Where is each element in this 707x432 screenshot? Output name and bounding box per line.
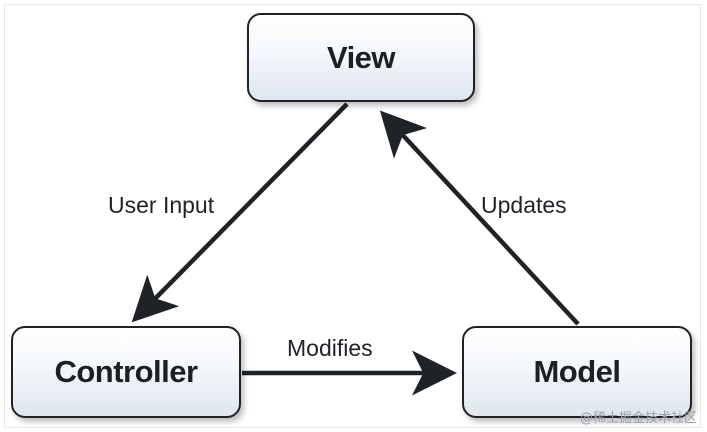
model-node: Model <box>462 326 692 418</box>
view-node-label: View <box>326 39 396 75</box>
view-node: View <box>247 13 475 102</box>
watermark-text: @稀土掘金技术社区 <box>579 411 697 426</box>
edge-label-modifies: Modifies <box>287 335 373 361</box>
edge-label-updates: Updates <box>481 192 567 218</box>
controller-node: Controller <box>11 326 241 418</box>
model-node-label: Model <box>533 354 621 389</box>
arrow-view-to-controller <box>131 102 349 323</box>
diagram-frame <box>4 4 701 428</box>
controller-node-label: Controller <box>54 354 198 389</box>
edge-label-user-input: User Input <box>108 192 215 218</box>
arrow-model-to-view <box>379 110 580 326</box>
